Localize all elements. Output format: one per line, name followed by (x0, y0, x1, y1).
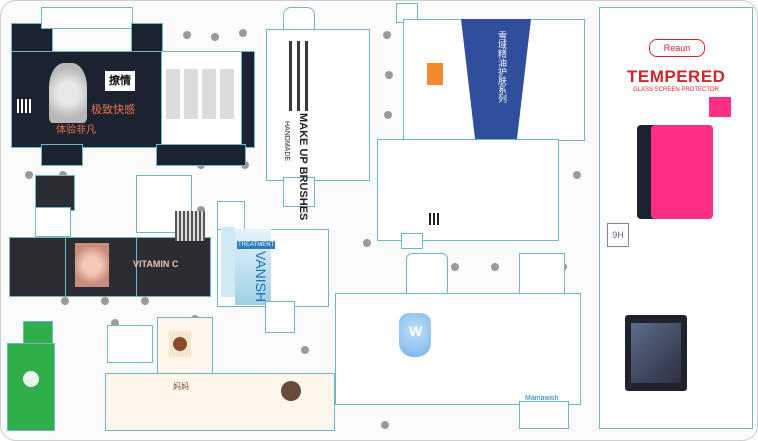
orange-label (427, 63, 443, 85)
product-image (49, 63, 87, 123)
brand-logo: Reaun (649, 39, 705, 57)
brush-image (289, 41, 313, 111)
condom-slogan-2: 体验非凡 (56, 125, 96, 136)
condom-brand-label: 撩情 (105, 71, 135, 91)
hardness-badge: 9H (607, 223, 629, 247)
vitamin-title: VITAMIN C (133, 259, 179, 269)
brush-title: MAKE UP BRUSHES (297, 113, 309, 221)
vanish-brand: VANISH (253, 251, 269, 303)
tempered-title: TEMPERED (627, 67, 726, 86)
green-logo-icon (23, 371, 39, 387)
vanish-side (221, 227, 235, 297)
mom-illustration (169, 331, 191, 357)
info-panel (166, 69, 236, 119)
info-strip (175, 211, 205, 241)
pink-tab (709, 97, 731, 117)
brush-subtitle: HANDMADE (283, 121, 290, 162)
qr-code-icon (17, 99, 31, 113)
whitening-product (399, 313, 431, 357)
blue-box-title: 雪域精油护肤系列 (497, 31, 507, 103)
tempered-subtitle: GLASS SCREEN PROTECTOR (633, 87, 719, 93)
whitening-letter: W (409, 323, 423, 339)
pink-screen-film (651, 125, 713, 219)
whitening-brand: Mamawish (525, 395, 559, 402)
mom-label: 妈妈 (173, 382, 189, 391)
tablet-screen (631, 323, 681, 383)
vitamin-product-image (75, 243, 109, 287)
brand-circle-icon (281, 381, 301, 401)
barcode-icon (429, 213, 441, 225)
condom-slogan: 极致快感 (91, 104, 135, 116)
vanish-treatment: TREATMENT (237, 241, 276, 249)
